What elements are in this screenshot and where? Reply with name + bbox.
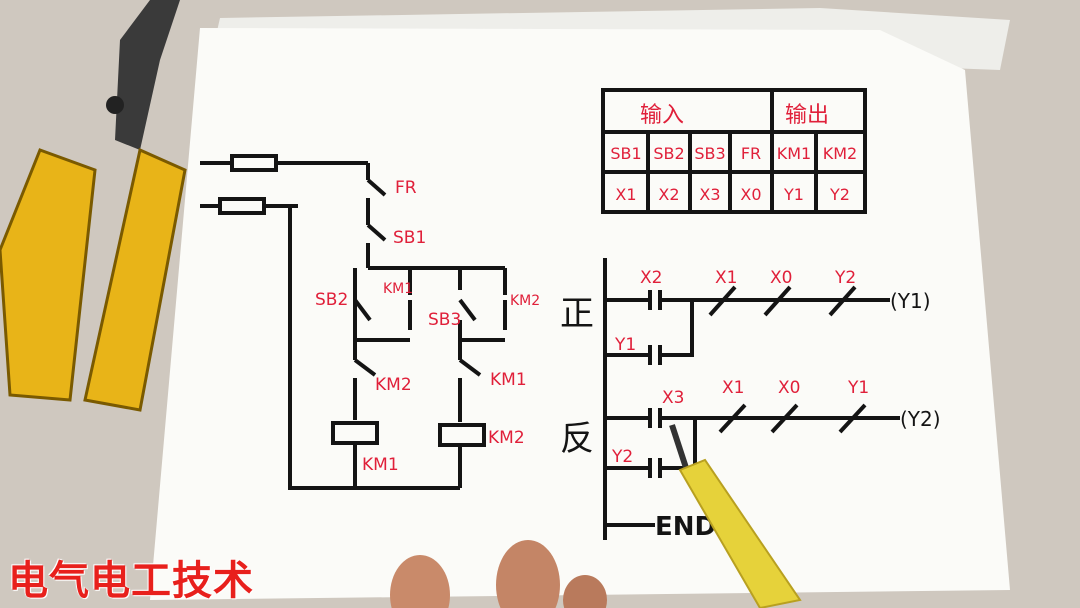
- finger-1: [390, 555, 450, 608]
- pliers-pivot: [106, 96, 124, 114]
- finger-3: [563, 575, 607, 608]
- cell-device-2: SB2: [653, 144, 684, 163]
- cell-address-3: X3: [699, 185, 720, 204]
- wire-return: [288, 204, 460, 490]
- cell-address-5: Y1: [783, 185, 804, 204]
- rung2-x0-nc: [770, 403, 799, 434]
- sb1-contact: [366, 223, 387, 242]
- fr-label: FR: [395, 178, 417, 198]
- pliers-right-handle: [83, 147, 187, 412]
- sb3-contact: [458, 298, 477, 322]
- cell-address-4: X0: [740, 185, 761, 204]
- channel-caption: 电气电工技术: [8, 558, 254, 604]
- table-cells: SB1 SB2 SB3 FR KM1 KM2 X1 X2 X3 X0 Y1 Y2: [610, 144, 857, 204]
- rung1-parallel-b: [660, 300, 694, 357]
- rung1-output: (Y1): [890, 289, 931, 313]
- finger-2: [496, 540, 560, 608]
- cell-device-5: KM1: [777, 144, 811, 163]
- rung1-contact-1-label: X2: [640, 268, 662, 288]
- sb2-label: SB2: [315, 290, 348, 310]
- pliers-left-handle: [0, 148, 97, 402]
- rung2-parallel-label: Y2: [611, 447, 633, 467]
- pliers-jaw: [115, 0, 180, 150]
- rung1-contact-4-label: Y2: [834, 268, 856, 288]
- km2-interlock-contact: [353, 358, 377, 377]
- cell-address-6: Y2: [829, 185, 850, 204]
- rung2-contact-1-label: X3: [662, 388, 684, 408]
- rung1-contact-3-label: X0: [770, 268, 792, 288]
- cell-device-1: SB1: [610, 144, 641, 163]
- km2-interlock-label: KM2: [375, 375, 412, 395]
- screwdriver-handle: [678, 458, 802, 608]
- rung1-parallel-label: Y1: [614, 335, 636, 355]
- cell-address-1: X1: [615, 185, 636, 204]
- screwdriver: [669, 424, 802, 608]
- fingers: [390, 540, 607, 608]
- rung1-x0-nc: [763, 285, 792, 317]
- relay-labels: FR SB1 SB2 KM1 SB3 KM2 KM2 KM1 KM1 KM2: [315, 178, 540, 475]
- relay-circuit: [200, 154, 507, 490]
- reverse-label: 反: [560, 419, 594, 459]
- km2-aux-label: KM2: [510, 293, 540, 309]
- table-text: 输入 输出: [640, 103, 829, 128]
- fr-contact: [366, 178, 387, 197]
- sb1-label: SB1: [393, 228, 426, 248]
- end-instruction: END: [655, 512, 716, 542]
- rung2-x1-nc: [718, 403, 747, 434]
- km1-interlock-contact: [458, 358, 482, 377]
- cell-address-2: X2: [658, 185, 679, 204]
- table-input-header: 输入: [640, 103, 684, 128]
- ladder-red-labels: X2 X1 X0 Y2 Y1 X3 X1 X0 Y1 Y2: [611, 268, 869, 467]
- rung2-y1-nc: [838, 403, 867, 434]
- rung1-y2-nc: [828, 285, 857, 317]
- km1-coil-label: KM1: [362, 455, 399, 475]
- rung2-output: (Y2): [900, 407, 941, 431]
- io-table: [601, 88, 867, 214]
- table-border: [601, 88, 867, 214]
- rung2-contact-4-label: Y1: [847, 378, 869, 398]
- rung2-contact-2-label: X1: [722, 378, 744, 398]
- forward-label: 正: [560, 294, 594, 334]
- km1-aux-label: KM1: [383, 281, 413, 297]
- cell-device-3: SB3: [694, 144, 725, 163]
- cell-device-4: FR: [741, 144, 761, 163]
- rung2-contact-3-label: X0: [778, 378, 800, 398]
- table-output-header: 输出: [785, 103, 829, 128]
- rung1-x1-nc: [708, 285, 737, 317]
- sb2-contact: [353, 298, 372, 322]
- ladder-black-labels: (Y1) (Y2) END 正 反: [560, 289, 941, 542]
- sb3-label: SB3: [428, 310, 461, 330]
- rung1-contact-2-label: X1: [715, 268, 737, 288]
- km2-coil-label: KM2: [488, 428, 525, 448]
- pliers: [0, 0, 187, 412]
- cell-device-6: KM2: [823, 144, 857, 163]
- km1-interlock-label: KM1: [490, 370, 527, 390]
